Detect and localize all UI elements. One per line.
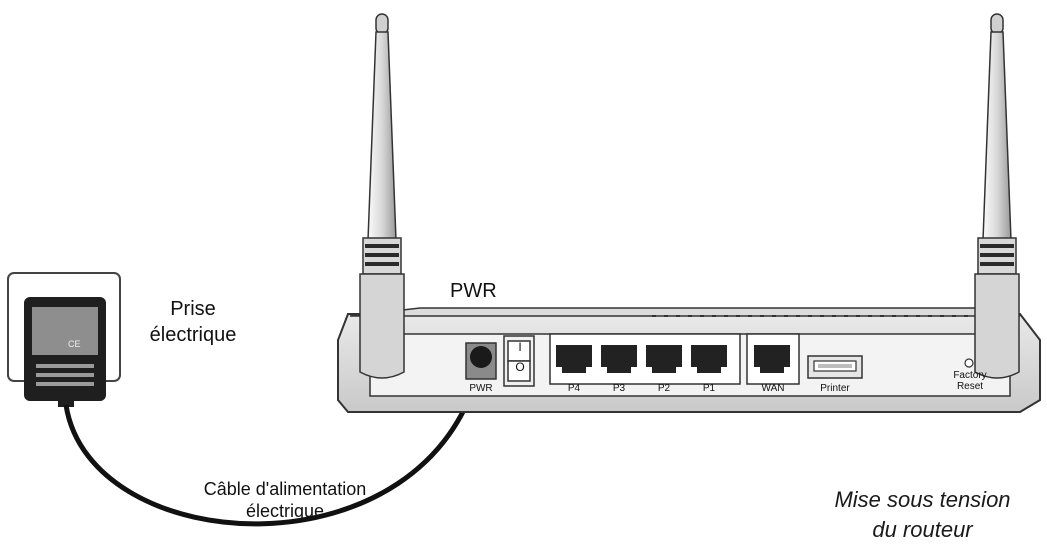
p3-port-label: P3	[612, 383, 626, 394]
factory-reset-hole	[964, 358, 974, 368]
cable-label: Câble d'alimentation électrique	[160, 478, 410, 522]
diagram-caption: Mise sous tension du routeur	[800, 485, 1045, 545]
pwr-jack	[465, 342, 497, 380]
outlet-label-line1: Prise	[170, 298, 216, 320]
cable-label-line1: Câble d'alimentation	[203, 479, 367, 499]
factory-reset-label: Factory Reset	[945, 370, 995, 392]
power-cable	[63, 364, 483, 527]
wan-port	[746, 333, 800, 385]
outlet-label-line2: électrique	[149, 324, 237, 346]
p4-port-label: P4	[567, 383, 581, 394]
outlet-label: Prise électrique	[128, 296, 258, 348]
reset-label: Reset	[956, 381, 984, 392]
left-antenna	[359, 13, 405, 379]
right-antenna	[974, 13, 1020, 379]
wan-port-label: WAN	[761, 383, 785, 394]
switch-on-label: I	[518, 340, 522, 354]
p2-port-label: P2	[657, 383, 671, 394]
caption-line2: du routeur	[872, 517, 973, 542]
printer-port	[807, 355, 863, 379]
pwr-port-label: PWR	[469, 383, 493, 394]
printer-port-label: Printer	[820, 383, 850, 394]
lan-ports	[549, 333, 741, 385]
router-top-pwr-label: PWR	[450, 280, 497, 302]
factory-label: Factory	[953, 370, 987, 381]
caption-line1: Mise sous tension	[834, 487, 1011, 512]
ce-mark: CE	[68, 339, 81, 349]
p1-port-label: P1	[702, 383, 716, 394]
switch-off-label: O	[515, 360, 525, 374]
wall-outlet	[7, 272, 121, 407]
cable-label-line2: électrique	[245, 501, 325, 521]
power-switch	[503, 335, 535, 387]
